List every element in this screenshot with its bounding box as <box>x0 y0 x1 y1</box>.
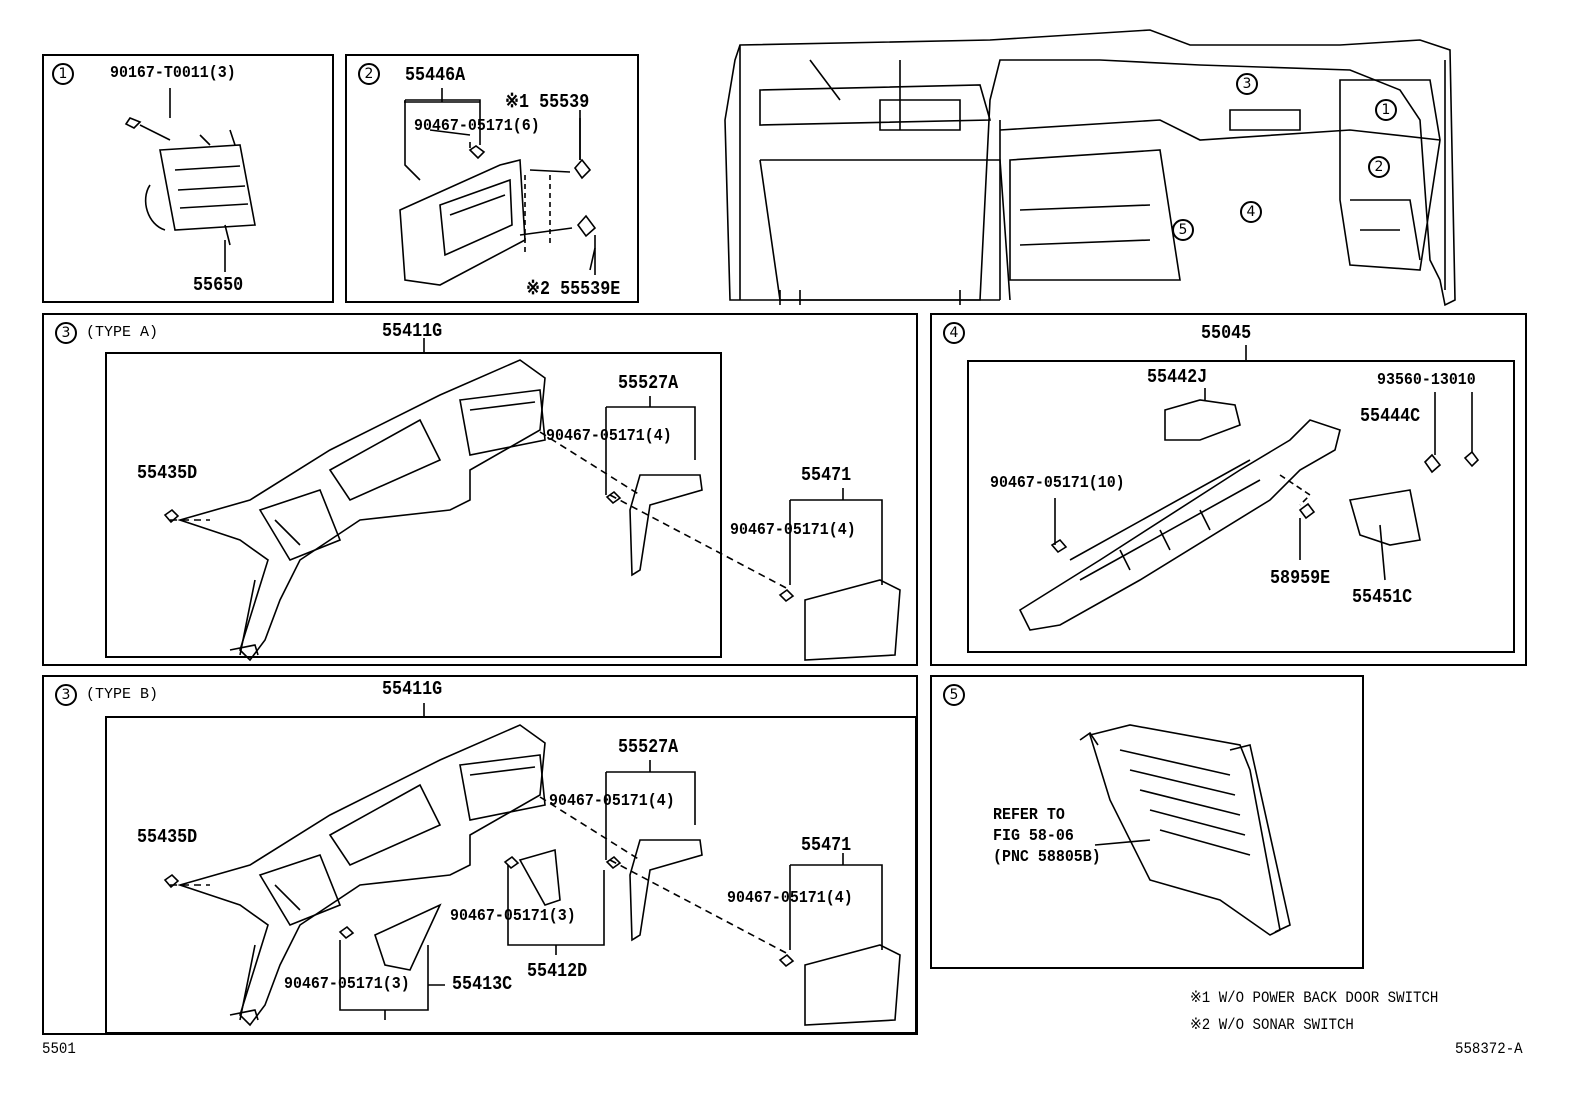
panel-2 <box>345 54 639 303</box>
panel-2-number: 2 <box>358 63 380 85</box>
panel-4 <box>930 313 1527 666</box>
label-55539: ※1 55539 <box>505 91 590 113</box>
overview-frame-drawing <box>724 29 1456 307</box>
note-1: ※1 W/O POWER BACK DOOR SWITCH <box>1190 989 1439 1007</box>
label-90167-t0011: 90167-T0011(3) <box>110 64 236 83</box>
lower-panel-a-drawing <box>163 359 901 662</box>
label-90467-05171-4-b1: 90467-05171(4) <box>549 792 675 811</box>
label-90467-05171-4-a2: 90467-05171(4) <box>730 521 856 540</box>
label-55413c: 55413C <box>452 973 513 995</box>
panel-3a-type: (TYPE A) <box>86 324 159 341</box>
label-55411g-a: 55411G <box>382 320 443 342</box>
overview-marker-3: 3 <box>1236 73 1258 95</box>
note-2: ※2 W/O SONAR SWITCH <box>1190 1016 1354 1034</box>
panel-1 <box>42 54 334 303</box>
vent-drawing <box>124 117 256 246</box>
label-90467-05171-10: 90467-05171(10) <box>990 474 1125 493</box>
panel-3-type-a-group <box>105 352 722 658</box>
panel-3-type-b <box>42 675 918 1035</box>
label-93560-13010: 93560-13010 <box>1377 371 1476 390</box>
glove-frame-drawing <box>1079 724 1291 936</box>
refer-line-1: REFER TO <box>993 806 1065 825</box>
panel-1-number: 1 <box>52 63 74 85</box>
label-55411g-b: 55411G <box>382 678 443 700</box>
label-55471-a: 55471 <box>801 464 852 486</box>
label-55539e: ※2 55539E <box>526 278 621 300</box>
panel-3b-number: 3 <box>55 684 77 706</box>
footer-left-code: 5501 <box>42 1040 76 1058</box>
label-58959e: 58959E <box>1270 567 1331 589</box>
label-55442j: 55442J <box>1147 366 1208 388</box>
label-55435d-b: 55435D <box>137 826 198 848</box>
label-90467-05171-3-d: 90467-05171(3) <box>450 907 576 926</box>
label-55451c: 55451C <box>1352 586 1413 608</box>
label-90467-05171-4-a1: 90467-05171(4) <box>546 427 672 446</box>
panel-3-type-a <box>42 313 918 666</box>
overview-marker-2: 2 <box>1368 156 1390 178</box>
refer-line-3: (PNC 58805B) <box>993 848 1101 867</box>
label-55527a-a: 55527A <box>618 372 679 394</box>
panel-5-number: 5 <box>943 684 965 706</box>
panel-4-number: 4 <box>943 322 965 344</box>
footer-right-code: 558372-A <box>1455 1040 1523 1058</box>
panel-3a-number: 3 <box>55 322 77 344</box>
overview-marker-4: 4 <box>1240 201 1262 223</box>
lower-panel-b-drawing <box>163 724 901 1027</box>
label-55650: 55650 <box>193 274 244 296</box>
glove-box-drawing <box>1018 399 1480 631</box>
panel-5 <box>930 675 1364 969</box>
label-55444c: 55444C <box>1360 405 1421 427</box>
label-90467-05171-4-b2: 90467-05171(4) <box>727 889 853 908</box>
label-55527a-b: 55527A <box>618 736 679 758</box>
label-55045: 55045 <box>1201 322 1252 344</box>
label-55471-b: 55471 <box>801 834 852 856</box>
refer-line-2: FIG 58-06 <box>993 827 1074 846</box>
label-90467-05171-3-c: 90467-05171(3) <box>284 975 410 994</box>
overview-marker-1: 1 <box>1375 99 1397 121</box>
label-55435d-a: 55435D <box>137 462 198 484</box>
overview-marker-5: 5 <box>1172 219 1194 241</box>
label-90467-05171-6: 90467-05171(6) <box>414 117 540 136</box>
leader-lines <box>169 88 1473 1020</box>
panel-3b-type: (TYPE B) <box>86 686 159 703</box>
panel-4-group <box>967 360 1515 653</box>
panel-3-type-b-group <box>105 716 917 1034</box>
label-55412d: 55412D <box>527 960 588 982</box>
label-55446a: 55446A <box>405 64 466 86</box>
